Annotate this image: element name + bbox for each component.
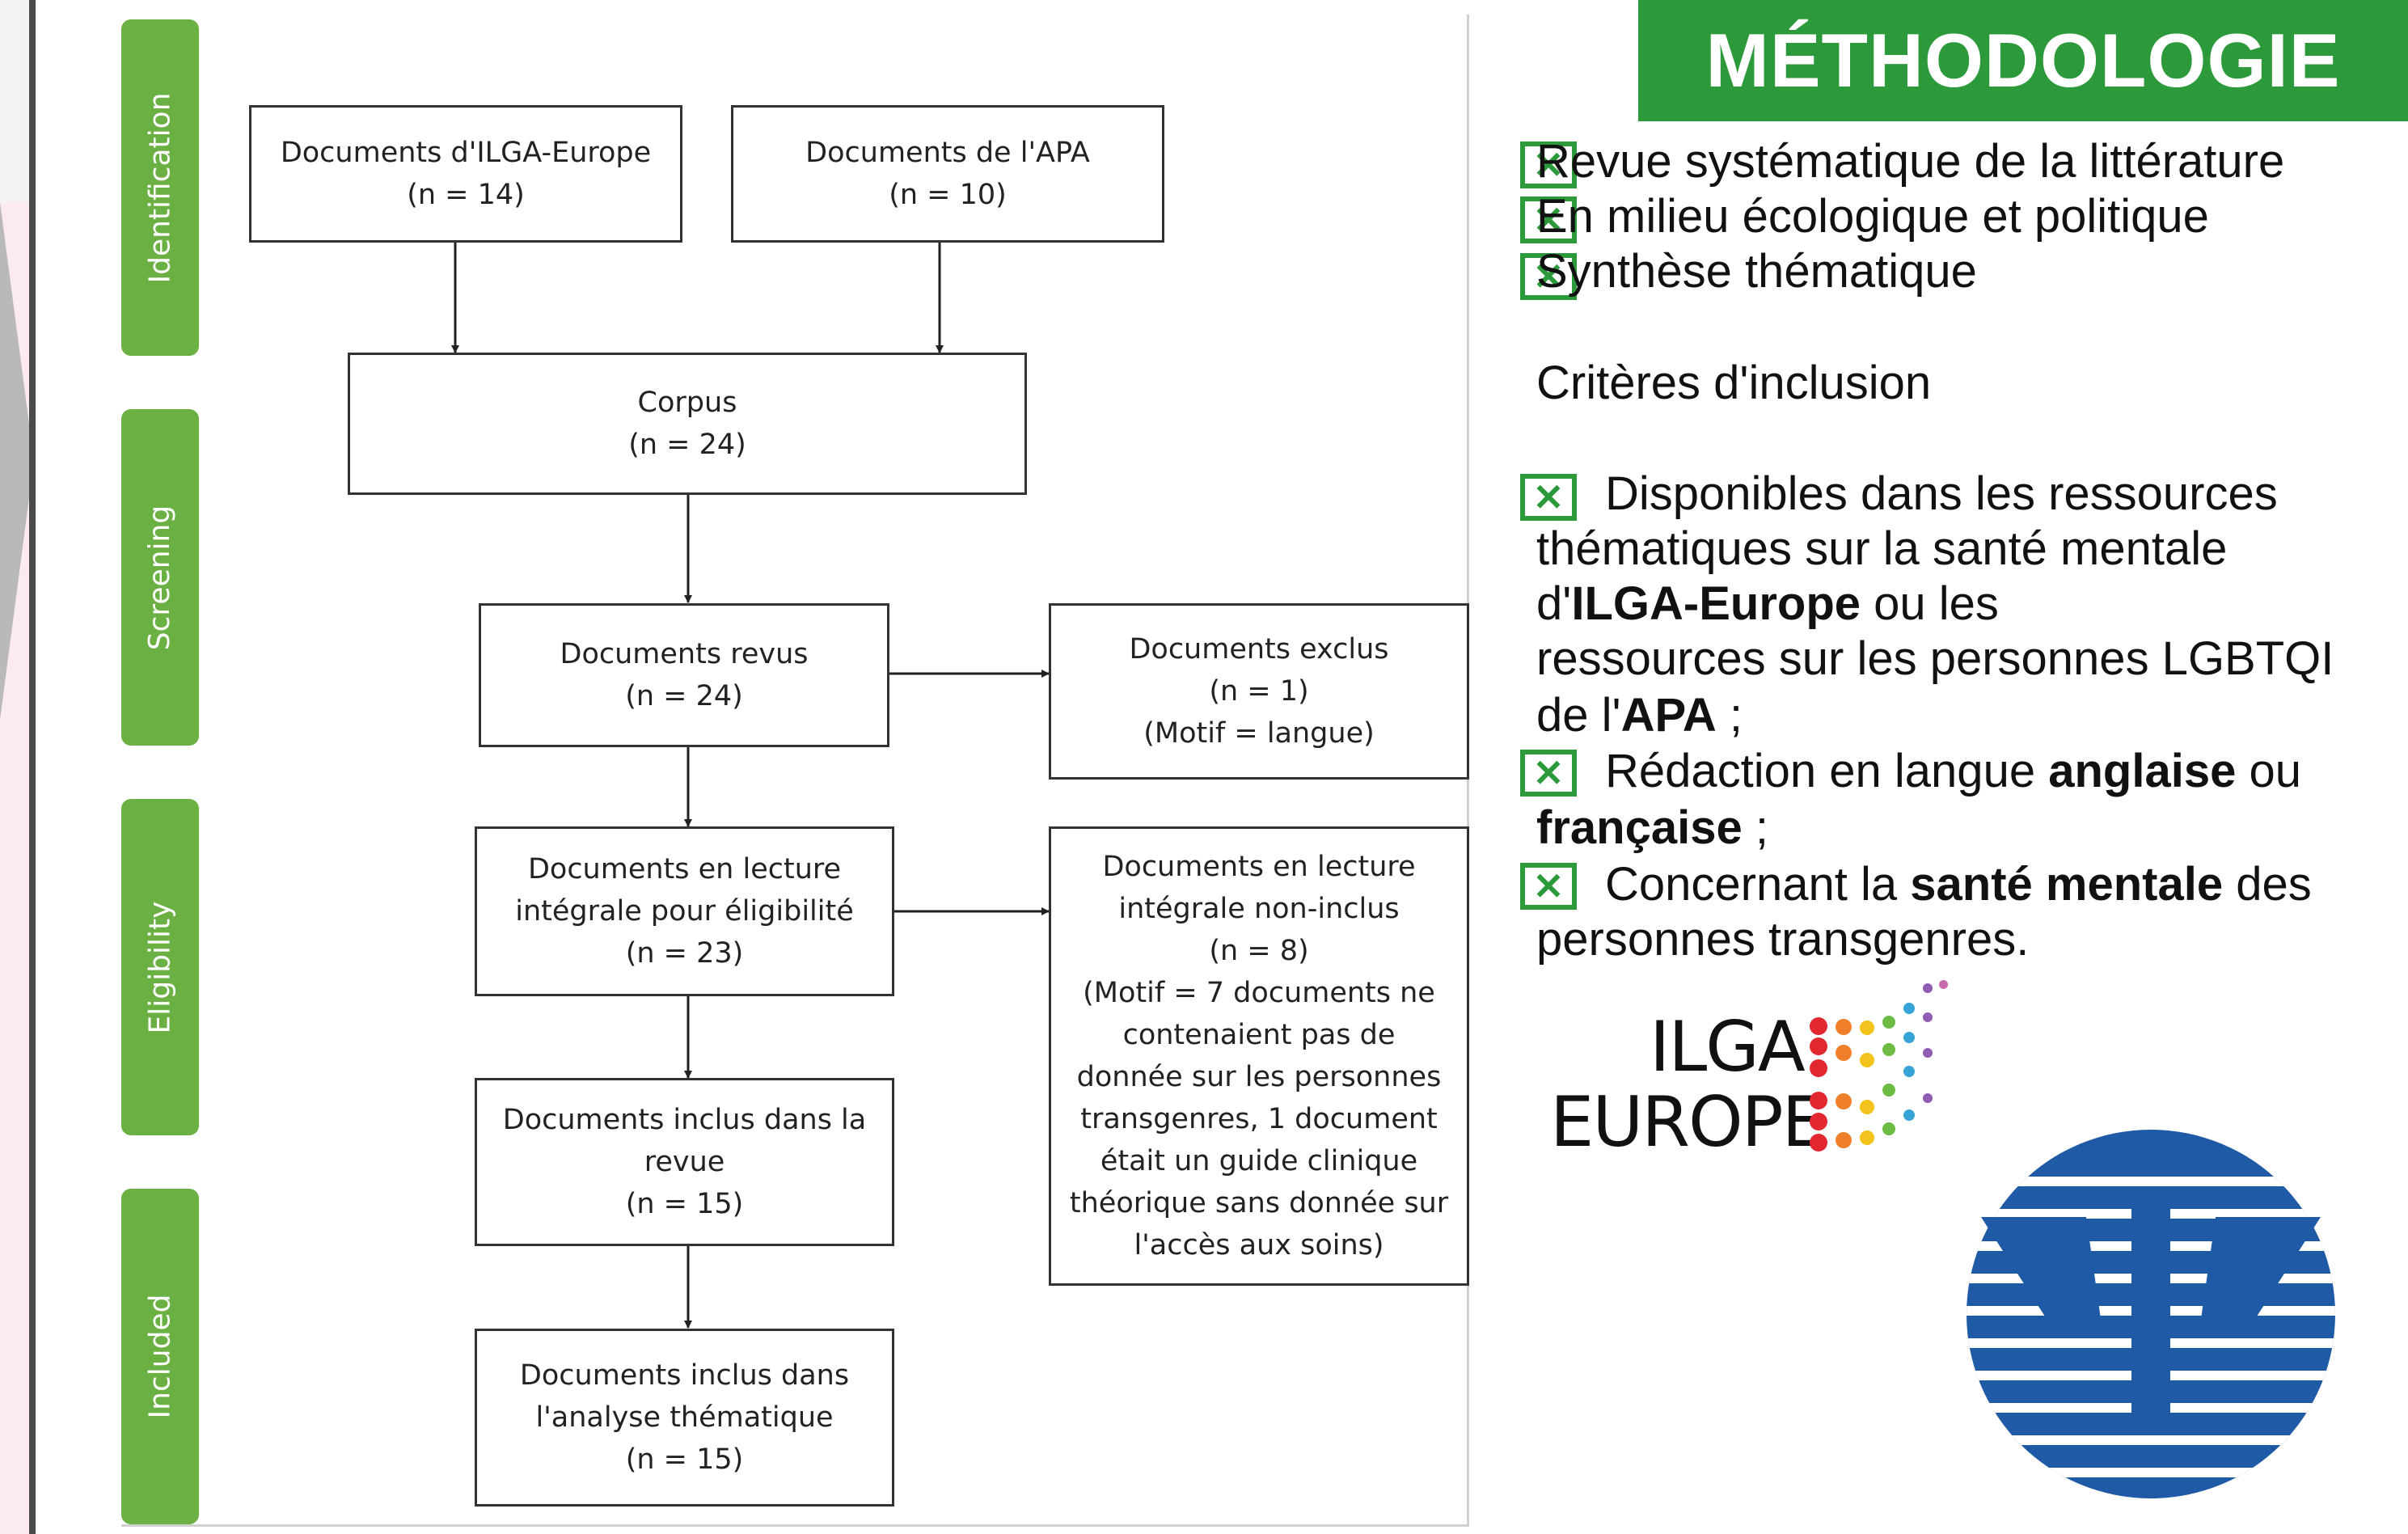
logo-dot xyxy=(1882,1084,1895,1097)
criteria-heading: Critères d'inclusion xyxy=(1536,357,1932,409)
decorative-wedge xyxy=(0,202,34,720)
criterion-1-line-2: thématiques sur la santé mentale xyxy=(1536,522,2228,575)
logo-dot xyxy=(1860,1130,1874,1145)
logo-dot xyxy=(1939,980,1948,989)
checkbox-icon: ✕ xyxy=(1520,253,1577,300)
box-corpus: Corpus (n = 24) xyxy=(348,353,1027,495)
checkbox-icon: ✕ xyxy=(1520,474,1577,521)
checkbox-icon: ✕ xyxy=(1520,750,1577,797)
method-item-1: Revue systématique de la littérature xyxy=(1536,135,2285,188)
logo-dot xyxy=(1903,1032,1915,1043)
logo-dot xyxy=(1836,1132,1852,1148)
background-block xyxy=(0,0,34,202)
box-fulltext-eligibility: Documents en lecture intégrale pour élig… xyxy=(475,826,894,996)
criterion-1-line-3: d'ILGA-Europe ou les xyxy=(1536,577,1999,630)
logo-dot xyxy=(1860,1021,1874,1035)
logo-dot xyxy=(1810,1017,1827,1035)
criterion-2-line-1: Rédaction en langue anglaise ou xyxy=(1605,745,2301,797)
stage-screening: Screening xyxy=(121,409,199,746)
stage-identification: Identification xyxy=(121,19,199,356)
stage-eligibility: Eligibility xyxy=(121,799,199,1135)
criterion-1-line-5: de l'APA ; xyxy=(1536,689,1743,742)
logo-dot xyxy=(1903,1066,1915,1077)
logo-dot xyxy=(1923,1048,1933,1058)
checkbox-icon: ✕ xyxy=(1520,863,1577,910)
box-documents-reviewed: Documents revus (n = 24) xyxy=(479,603,889,747)
logo-dot xyxy=(1882,1122,1895,1135)
box-apa-documents: Documents de l'APA (n = 10) xyxy=(731,105,1164,243)
stage-included: Included xyxy=(121,1189,199,1524)
checkbox-icon: ✕ xyxy=(1520,142,1577,188)
logo-dot xyxy=(1882,1016,1895,1029)
logo-dot xyxy=(1860,1053,1874,1067)
logo-dot xyxy=(1810,1037,1827,1055)
criterion-2-line-2: française ; xyxy=(1536,801,1768,854)
methodology-title: MÉTHODOLOGIE xyxy=(1638,0,2408,121)
logo-dot xyxy=(1810,1134,1827,1152)
box-ilga-documents: Documents d'ILGA-Europe (n = 14) xyxy=(249,105,682,243)
logo-dot xyxy=(1860,1100,1874,1114)
logo-dot xyxy=(1923,1012,1933,1022)
logo-dot xyxy=(1810,1092,1827,1109)
criterion-3-line-2: personnes transgenres. xyxy=(1536,913,2030,966)
logo-dot xyxy=(1923,983,1933,993)
logo-dot xyxy=(1836,1093,1852,1109)
logo-dot xyxy=(1903,1003,1915,1014)
logo-dot xyxy=(1810,1059,1827,1077)
criterion-1-line-4: ressources sur les personnes LGBTQI xyxy=(1536,632,2334,685)
ilga-logo-word-1: ILGA xyxy=(1650,1007,1806,1088)
logo-dot xyxy=(1810,1113,1827,1130)
box-included-analysis: Documents inclus dans l'analyse thématiq… xyxy=(475,1329,894,1507)
ilga-logo-word-2: EUROPE xyxy=(1550,1082,1826,1163)
frame-border xyxy=(29,0,36,1534)
checkbox-icon: ✕ xyxy=(1520,197,1577,243)
logo-dot xyxy=(1836,1019,1852,1035)
logo-dot xyxy=(1923,1093,1933,1103)
criterion-1-line-1: Disponibles dans les ressources xyxy=(1605,467,2278,520)
logo-dot xyxy=(1836,1045,1852,1061)
apa-logo-icon xyxy=(1967,1130,2335,1498)
box-fulltext-not-included: Documents en lecture intégrale non-inclu… xyxy=(1049,826,1469,1286)
method-item-3: Synthèse thématique xyxy=(1536,245,1977,298)
method-item-2: En milieu écologique et politique xyxy=(1536,190,2209,243)
logo-dot xyxy=(1903,1109,1915,1121)
box-included-review: Documents inclus dans la revue (n = 15) xyxy=(475,1078,894,1246)
flowchart-bottom-border xyxy=(121,1524,1469,1527)
box-documents-excluded: Documents exclus (n = 1) (Motif = langue… xyxy=(1049,603,1469,780)
logo-dot xyxy=(1882,1043,1895,1056)
criterion-3-line-1: Concernant la santé mentale des xyxy=(1605,858,2312,911)
